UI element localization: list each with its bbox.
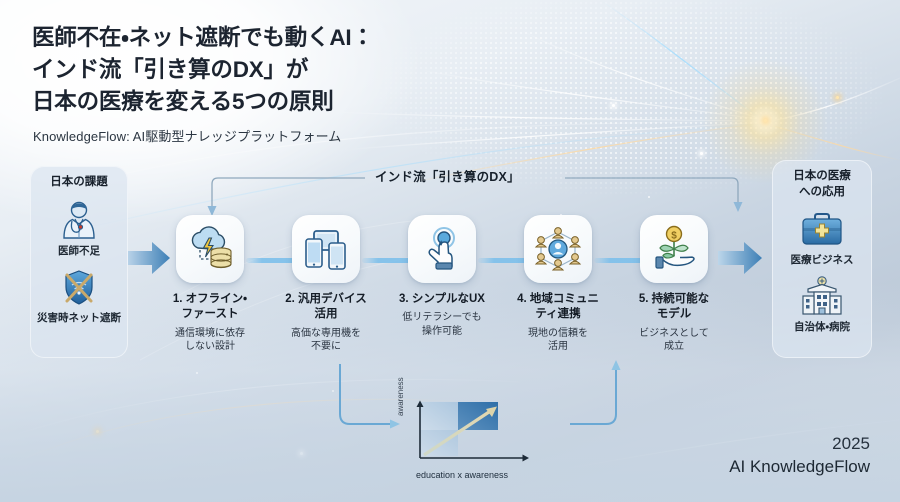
application-item-government-hospital: 自治体・病院 — [772, 274, 872, 334]
devices-icon — [292, 215, 360, 283]
principle-card-3: 3. シンプルなUX 低リテラシーでも 操作可能 — [386, 215, 498, 338]
rail-1-2 — [246, 258, 310, 263]
application-panel-title: 日本の医療 への応用 — [793, 170, 851, 198]
card-description: 低リテラシーでも 操作可能 — [402, 312, 482, 337]
chart-connectors — [339, 360, 621, 429]
principle-card-4: 4. 地域コミュニ ティ連携 現地の信頼を 活用 — [502, 215, 614, 353]
bracket-connector — [207, 177, 743, 216]
chart-x-axis-label: education x awareness — [416, 470, 509, 480]
challenge-item-network-outage: 災害時ネット遮断 — [30, 265, 128, 325]
arrow-challenges-to-flow — [128, 242, 170, 274]
medical-briefcase-icon — [772, 207, 872, 251]
glow-spark — [764, 119, 767, 122]
application-item-medical-business: 医療ビジネス — [772, 207, 872, 267]
chart-y-axis-label: awareness — [396, 377, 405, 416]
card-title: 1. オフライン・ ファースト — [172, 293, 248, 321]
bracket-arrow-right — [733, 202, 743, 212]
flow-label: インド流「引き算のDX」 — [375, 170, 520, 184]
footer-year: 2025 — [832, 434, 870, 453]
chart-trend-arrowhead — [486, 406, 497, 417]
challenges-panel: 日本の課題 医師不足 — [30, 166, 128, 358]
glow-spark — [612, 104, 615, 107]
page-title: 医師不在・ネット遮断でも動くAI： インド流「引き算のDX」が 日本の医療を変え… — [32, 25, 374, 114]
principle-card-1: 1. オフライン・ ファースト 通信環境に依存 しない設計 — [154, 215, 266, 353]
glow-spark — [300, 452, 303, 455]
tap-gesture-icon — [408, 215, 476, 283]
footer-brand: AI KnowledgeFlow — [729, 457, 870, 476]
chart-y-arrowhead — [416, 400, 424, 407]
challenge-label: 医師不足 — [58, 244, 100, 257]
svg-text:$: $ — [671, 231, 677, 242]
chart-plot — [416, 400, 529, 462]
awareness-education-chart: awareness — [396, 377, 548, 486]
card-title: 5. 持続可能な モデル — [638, 293, 710, 321]
challenges-panel-title: 日本の課題 — [50, 176, 108, 188]
rail-4-5 — [594, 258, 658, 263]
doctor-icon — [30, 198, 128, 242]
principle-card-5: $ 5. 持続可能な モデル ビジネスとして 成立 — [618, 215, 730, 353]
card-title: 3. シンプルなUX — [399, 293, 485, 305]
challenge-label: 災害時ネット遮断 — [37, 311, 121, 324]
shield-disconnected-icon — [30, 265, 128, 309]
card-description: ビジネスとして 成立 — [639, 327, 709, 352]
hospital-building-icon — [772, 274, 872, 318]
chart-connector-arrow-in — [390, 419, 400, 429]
card-description: 高価な専用機を 不要に — [291, 327, 361, 352]
community-network-icon — [524, 215, 592, 283]
glow-spark — [836, 96, 839, 99]
application-label: 医療ビジネス — [790, 254, 854, 267]
glow-dot — [196, 372, 198, 374]
bracket-arrow-left — [207, 206, 217, 216]
card-title: 4. 地域コミュニ ティ連携 — [517, 293, 599, 321]
card-description: 通信環境に依存 しない設計 — [175, 327, 245, 352]
rail-3-4 — [478, 258, 542, 263]
card-description: 現地の信頼を 活用 — [528, 327, 588, 352]
principle-card-2: 2. 汎用デバイス 活用 高価な専用機を 不要に — [270, 215, 382, 353]
rail-2-3 — [362, 258, 426, 263]
glow-spark — [96, 430, 99, 433]
cloud-offline-database-icon — [176, 215, 244, 283]
card-title: 2. 汎用デバイス 活用 — [285, 293, 367, 321]
chart-x-arrowhead — [522, 454, 529, 462]
money-plant-hand-icon: $ — [640, 215, 708, 283]
glow-spark — [700, 152, 703, 155]
challenge-item-doctor-shortage: 医師不足 — [30, 198, 128, 258]
page-subtitle: KnowledgeFlow: AI駆動型ナレッジプラットフォーム — [33, 129, 342, 144]
application-panel: 日本の医療 への応用 医療ビジネス — [772, 160, 872, 358]
arrow-flow-to-application — [718, 242, 762, 274]
application-label: 自治体・病院 — [793, 321, 851, 334]
chart-connector-arrow-out — [611, 360, 621, 370]
